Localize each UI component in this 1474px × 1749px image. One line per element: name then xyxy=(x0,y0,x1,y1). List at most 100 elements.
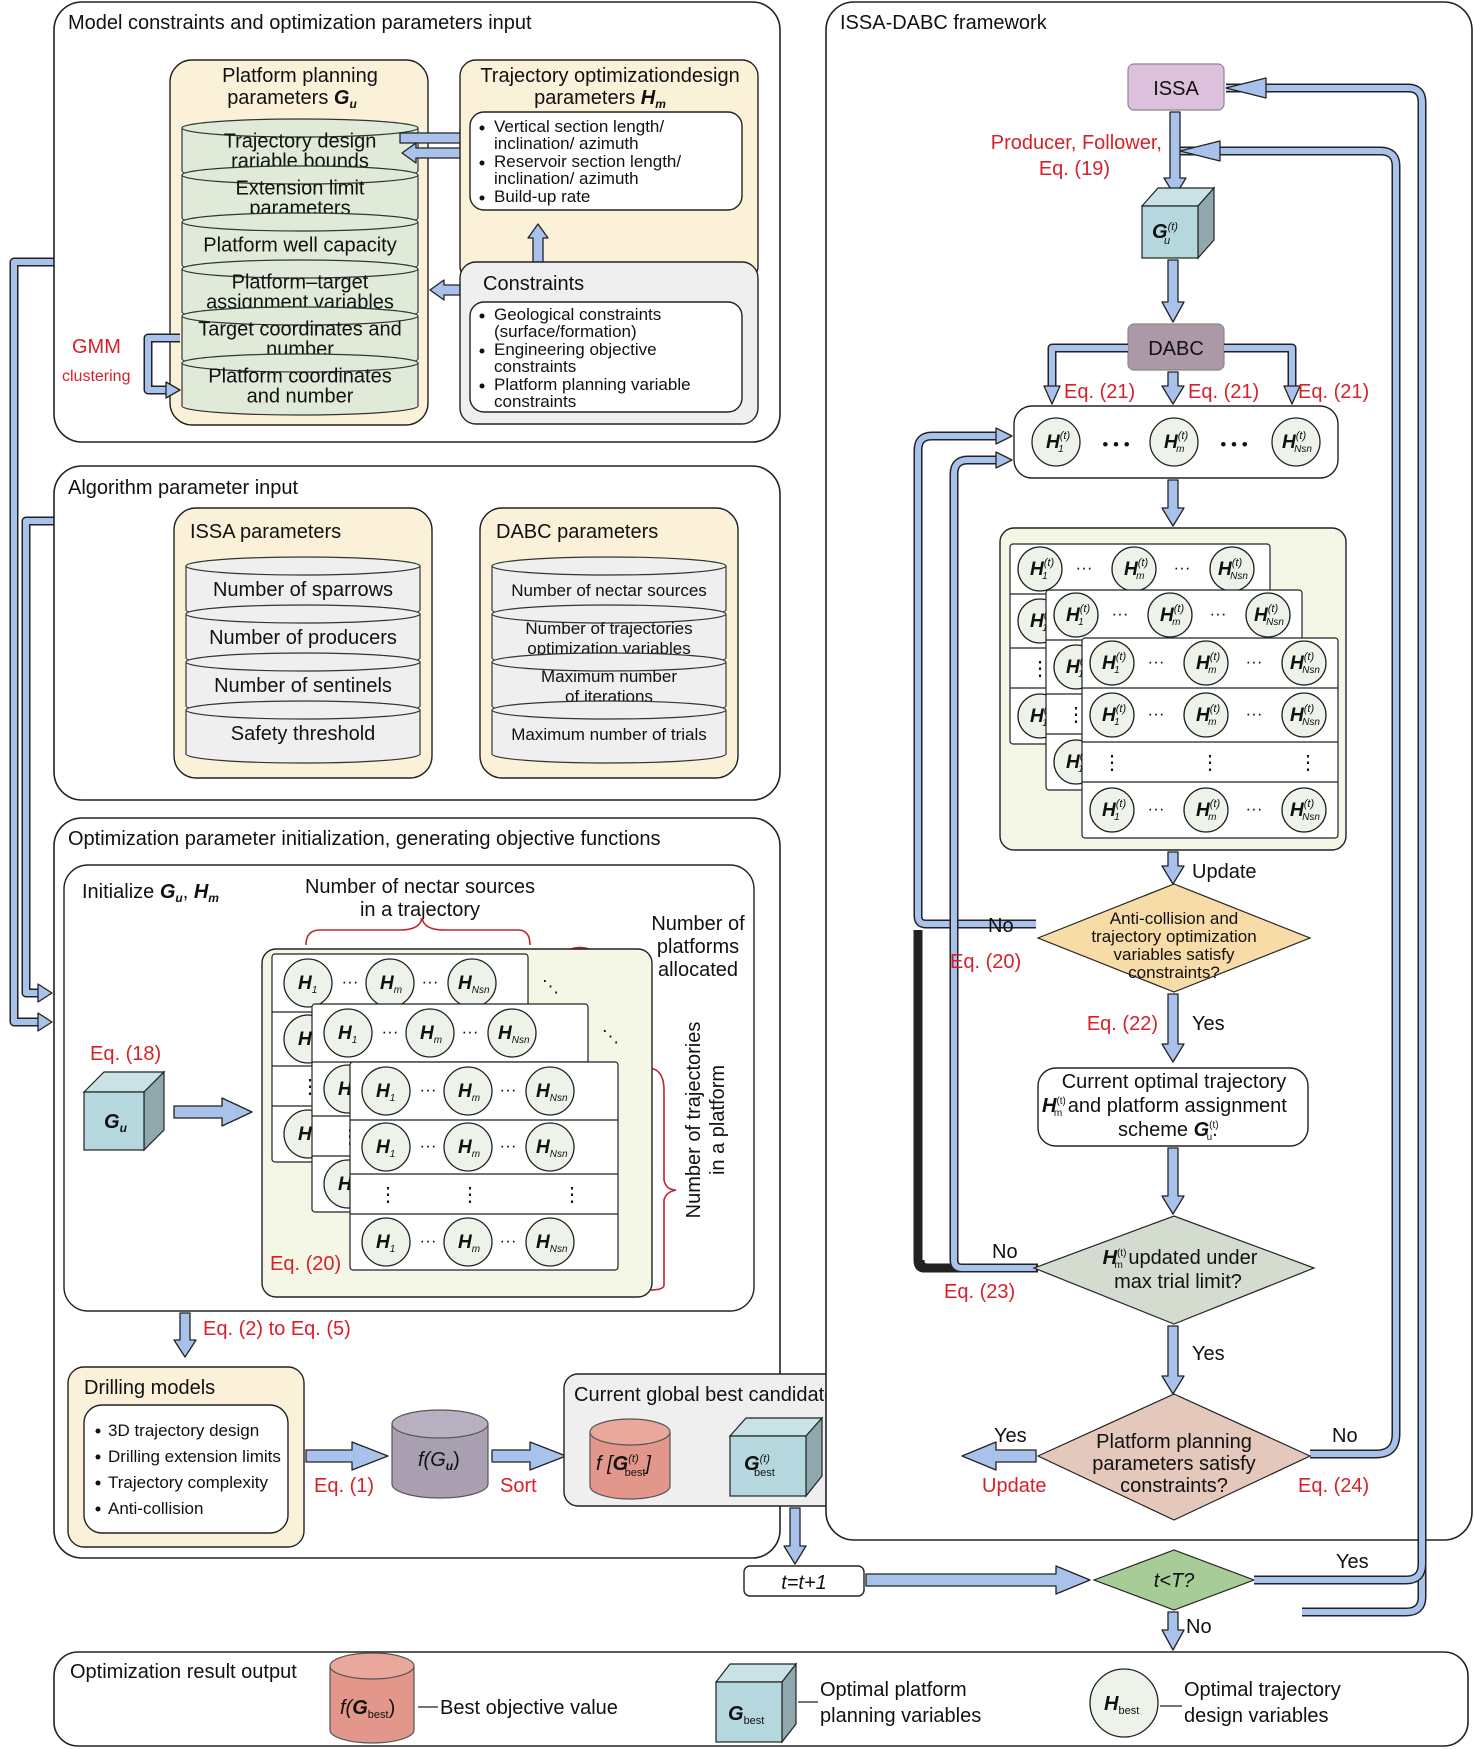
svg-text:Current optimal trajectory: Current optimal trajectory xyxy=(1062,1071,1287,1093)
svg-text:Eq. (20): Eq. (20) xyxy=(270,1253,341,1275)
arrow-left xyxy=(961,1441,1037,1471)
svg-text:max trial limit?: max trial limit? xyxy=(1114,1271,1242,1293)
h-node-icon xyxy=(361,1122,411,1172)
bullet-text: inclination/ azimuth xyxy=(494,134,639,153)
h-node-icon xyxy=(1209,546,1255,592)
svg-text:Trajectory optimizationdesign: Trajectory optimizationdesign xyxy=(480,65,739,87)
layer-label: Number of trajectories xyxy=(525,619,692,638)
bullet-dot xyxy=(95,1480,101,1486)
h-node-icon xyxy=(487,1008,537,1058)
svg-text:Drilling models: Drilling models xyxy=(84,1377,215,1399)
bullet-text: Geological constraints xyxy=(494,305,661,324)
bullet-dot xyxy=(479,348,485,354)
svg-text:Yes: Yes xyxy=(1192,1343,1225,1365)
svg-text:Algorithm parameter input: Algorithm parameter input xyxy=(68,477,299,499)
cylinder-top xyxy=(491,556,727,576)
ellipsis: ··· xyxy=(420,1080,437,1099)
svg-text:No: No xyxy=(1332,1425,1358,1447)
label-line: platforms xyxy=(657,936,739,958)
bullet-dot xyxy=(479,383,485,389)
h-node-icon xyxy=(447,958,497,1008)
svg-text:Yes: Yes xyxy=(1192,1013,1225,1035)
svg-text:Gbest: Gbest xyxy=(728,1703,764,1727)
arrow-right xyxy=(173,1097,253,1127)
bullet-text: Anti-collision xyxy=(108,1499,203,1518)
objective-cylinder-icon: f(Gu) xyxy=(391,1409,489,1499)
h-node-icon xyxy=(361,1066,411,1116)
bullet-dot xyxy=(479,160,485,166)
cylinder-layer xyxy=(181,363,419,416)
ellipsis: ··· xyxy=(1174,558,1191,577)
svg-text:Optimal platform: Optimal platform xyxy=(820,1679,967,1701)
constraints-box: Constraints Geological constraints(surfa… xyxy=(459,261,759,425)
h-node-icon xyxy=(323,1008,373,1058)
h-node-icon xyxy=(1183,640,1229,686)
framework-matrices: H(t)1···H(t)m···H(t)NsnH(t)1···H(t)m···H… xyxy=(1009,543,1339,839)
svg-text:Eq. (21): Eq. (21) xyxy=(1298,381,1369,403)
h-node-icon xyxy=(1245,592,1291,638)
cylinder-top xyxy=(185,652,421,672)
svg-text:Constraints: Constraints xyxy=(483,273,584,295)
ellipsis: ··· xyxy=(1148,799,1165,818)
arrow-head xyxy=(1283,385,1301,405)
svg-text:Eq. (18): Eq. (18) xyxy=(90,1043,161,1065)
svg-text:f(Gbest): f(Gbest) xyxy=(340,1697,395,1721)
vertical-ellipsis: ⋮ xyxy=(1298,752,1318,774)
svg-text:No: No xyxy=(992,1241,1018,1263)
layer-label: Number of nectar sources xyxy=(511,581,707,600)
arrow-right xyxy=(865,1565,1091,1595)
layer-label: Number of sentinels xyxy=(214,675,392,697)
gu-cube-icon: Gu xyxy=(82,1070,166,1152)
h-node-icon xyxy=(1089,640,1135,686)
arrow-head xyxy=(995,451,1013,469)
h-node-icon xyxy=(405,1008,455,1058)
arrow-down xyxy=(173,1312,197,1358)
h-node-icon xyxy=(1281,640,1327,686)
bullet-text: constraints xyxy=(494,357,576,376)
decision-platform-constraints xyxy=(1036,1393,1312,1521)
vertical-ellipsis: ⋮ xyxy=(378,1184,398,1206)
svg-text:H(t)m and platform assignment: H(t)m and platform assignment xyxy=(1042,1095,1287,1119)
arrow-right xyxy=(305,1441,389,1471)
ellipsis: ··· xyxy=(342,972,359,991)
ellipsis: ··· xyxy=(1148,652,1165,671)
cylinder-top xyxy=(181,118,419,138)
vertical-ellipsis: ⋮ xyxy=(1030,658,1050,680)
ellipsis: ··· xyxy=(382,1022,399,1041)
bullet-dot xyxy=(479,195,485,201)
svg-text:Eq. (21): Eq. (21) xyxy=(1188,381,1259,403)
arrow-down xyxy=(1163,111,1187,197)
ellipsis: ··· xyxy=(420,1231,437,1250)
h-node-icon xyxy=(1271,417,1321,467)
svg-text:Best objective value: Best objective value xyxy=(440,1697,618,1719)
svg-text:Number of trajectories: Number of trajectories xyxy=(683,1022,705,1219)
layer-label: Number of producers xyxy=(209,627,397,649)
diagonal-ellipsis: ⋱ xyxy=(542,977,559,996)
h-node-icon xyxy=(1089,787,1135,833)
bullet-dot xyxy=(95,1454,101,1460)
gu-t-cube-icon: G(t)u xyxy=(1140,186,1216,260)
bullet-text: Platform planning variable xyxy=(494,375,691,394)
layer-label: and number xyxy=(247,386,354,408)
svg-text:parameters satisfy: parameters satisfy xyxy=(1092,1453,1255,1475)
vertical-ellipsis: ⋮ xyxy=(1066,704,1086,726)
svg-text:DABC: DABC xyxy=(1148,338,1204,360)
cylinder-top xyxy=(181,306,419,326)
panel-algorithm-input: Algorithm parameter input ISSA parameter… xyxy=(53,465,781,801)
bullet-text: Reservoir section length/ xyxy=(494,152,681,171)
ellipsis: ··· xyxy=(422,972,439,991)
ellipsis: • • • xyxy=(1220,435,1247,454)
h-node-icon xyxy=(1031,417,1081,467)
svg-text:parameters Hm: parameters Hm xyxy=(534,87,666,111)
ellipsis: ··· xyxy=(1246,652,1263,671)
ellipsis: ··· xyxy=(500,1136,517,1155)
bullet-text: Build-up rate xyxy=(494,187,590,206)
arrow-head xyxy=(1225,77,1267,99)
arrow-up xyxy=(527,223,549,263)
svg-text:design variables: design variables xyxy=(1184,1705,1329,1727)
platform-planning-params: Platform planning parameters Gu Trajecto… xyxy=(169,59,429,426)
panel-title: Model constraints and optimization param… xyxy=(68,12,532,34)
decision-trial-limit xyxy=(1032,1215,1316,1325)
